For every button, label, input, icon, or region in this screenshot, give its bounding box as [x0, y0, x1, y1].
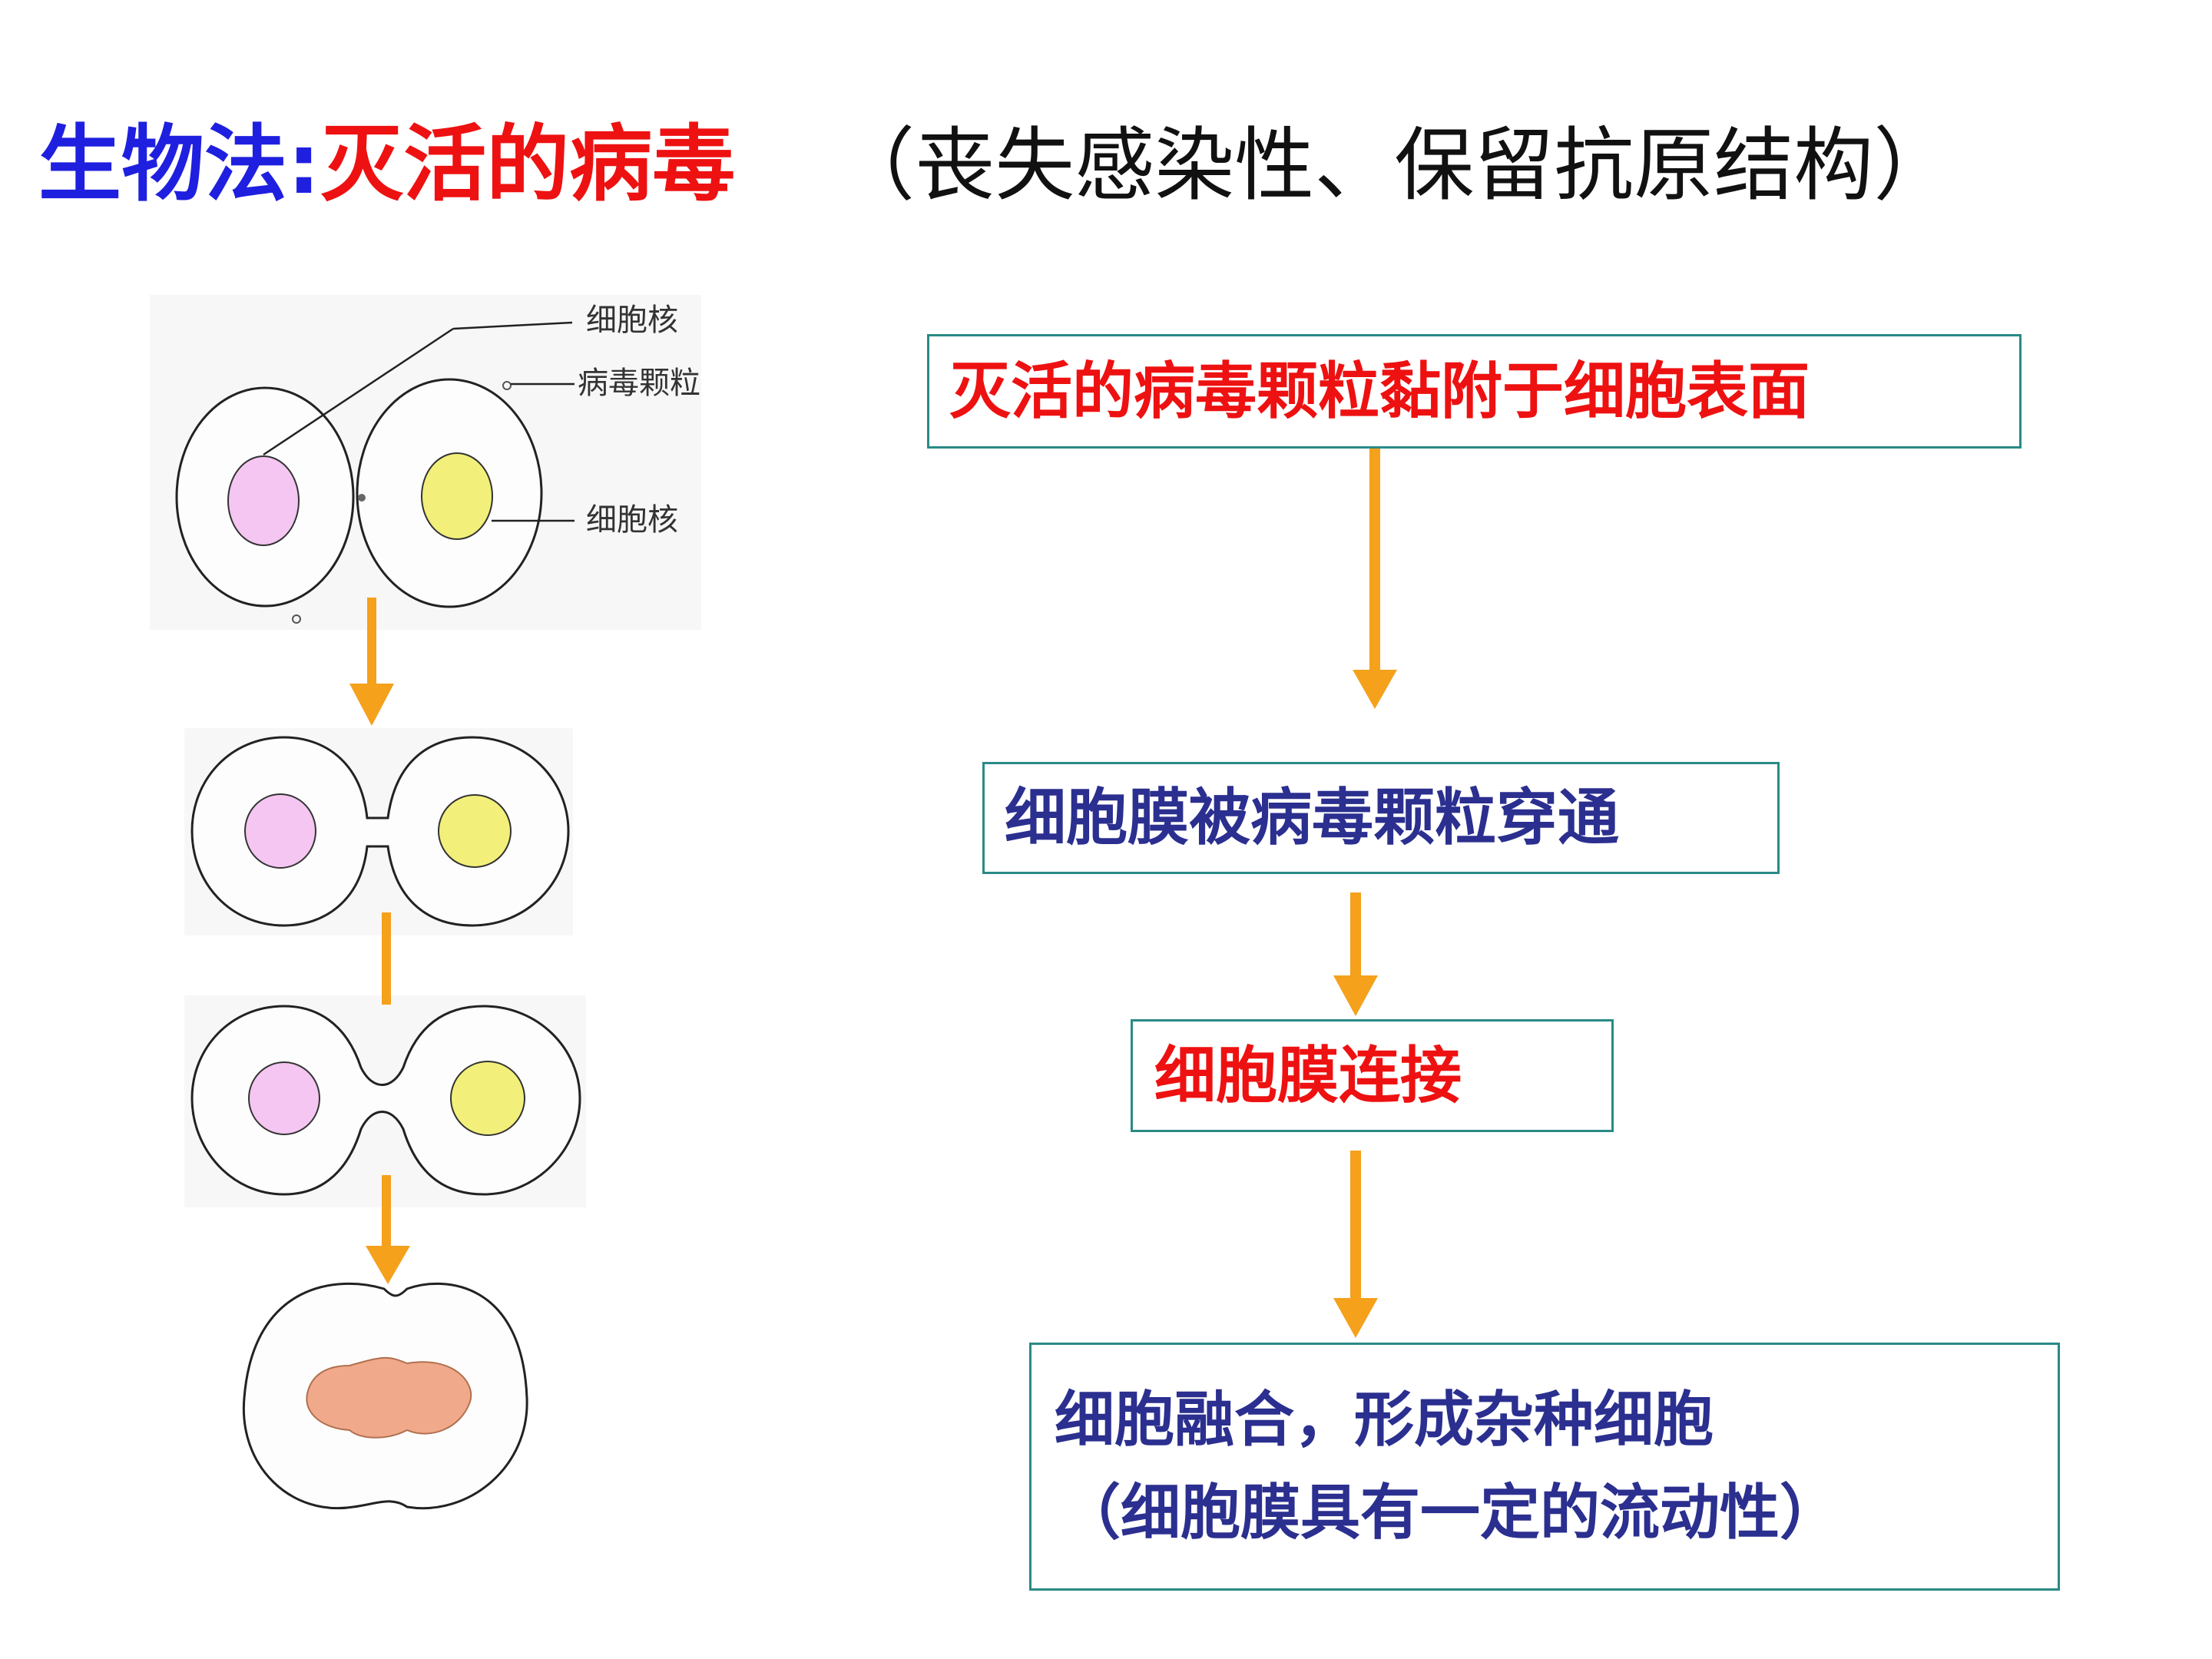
virus-particle-dot — [358, 494, 366, 502]
label-nucleus-right: 细胞核 — [586, 503, 678, 537]
stage3-cells — [190, 1005, 581, 1196]
flow-arrow-1 — [1369, 449, 1380, 673]
nucleus-pink — [227, 455, 300, 546]
nucleus-yellow — [421, 452, 493, 540]
nucleus-yellow — [450, 1061, 525, 1136]
virus-particle-dot — [292, 614, 301, 624]
left-arrows — [349, 598, 410, 1284]
flow-step-fusion-line2: （细胞膜具有一定的流动性） — [1061, 1478, 1840, 1548]
flow-step-membrane-connection-text: 细胞膜连接 — [1154, 1039, 1462, 1111]
title-prefix: 生物法: — [38, 117, 321, 213]
title-note: （丧失感染性、保留抗原结构） — [835, 118, 1954, 212]
flow-arrow-3 — [1350, 1151, 1361, 1300]
stage1-cells — [175, 321, 575, 624]
virus-particle-dot — [502, 381, 512, 390]
label-nucleus-top: 细胞核 — [586, 303, 678, 337]
stage2-cells — [190, 736, 570, 927]
arrow-stage1-to-2-head — [349, 684, 394, 726]
nucleus-pink — [248, 1061, 320, 1135]
arrow-stage1-to-2 — [367, 598, 376, 686]
leader-line — [263, 327, 454, 456]
flowchart-arrows — [1333, 449, 1397, 1338]
flow-step-fusion-line1: 细胞融合，形成杂种细胞 — [1055, 1385, 1714, 1455]
fused-nucleus — [306, 1356, 472, 1439]
stage3-membrane — [190, 1005, 581, 1196]
flow-arrow-1-head — [1353, 670, 1397, 709]
leader-line — [452, 321, 573, 330]
stage2-membrane — [190, 736, 570, 927]
label-virus-particle: 病毒颗粒 — [578, 366, 700, 400]
nucleus-pink — [244, 793, 316, 869]
arrow-stage3-to-4 — [382, 1175, 391, 1249]
connector-stage2-to-3 — [382, 912, 391, 1005]
flow-step-adhesion: 灭活的病毒颗粒黏附于细胞表面 — [927, 334, 2022, 449]
flow-arrow-2-head — [1333, 975, 1378, 1016]
flow-step-fusion: 细胞融合，形成杂种细胞 （细胞膜具有一定的流动性） — [1029, 1343, 2060, 1591]
flow-step-perforation: 细胞膜被病毒颗粒穿通 — [982, 762, 1780, 874]
stage4-fused-cell — [242, 1282, 528, 1509]
flow-step-perforation-text: 细胞膜被病毒颗粒穿通 — [1005, 782, 1619, 853]
arrow-stage3-to-4-head — [366, 1246, 410, 1284]
nucleus-yellow — [438, 794, 512, 868]
title-main: 灭活的病毒 — [320, 117, 736, 213]
flow-arrow-3-head — [1333, 1298, 1378, 1338]
flow-step-adhesion-text: 灭活的病毒颗粒黏附于细胞表面 — [949, 355, 1810, 427]
slide-title: 生物法: 灭活的病毒 （丧失感染性、保留抗原结构） — [38, 108, 1953, 223]
flow-step-membrane-connection: 细胞膜连接 — [1131, 1019, 1614, 1132]
flow-arrow-2 — [1350, 892, 1361, 979]
